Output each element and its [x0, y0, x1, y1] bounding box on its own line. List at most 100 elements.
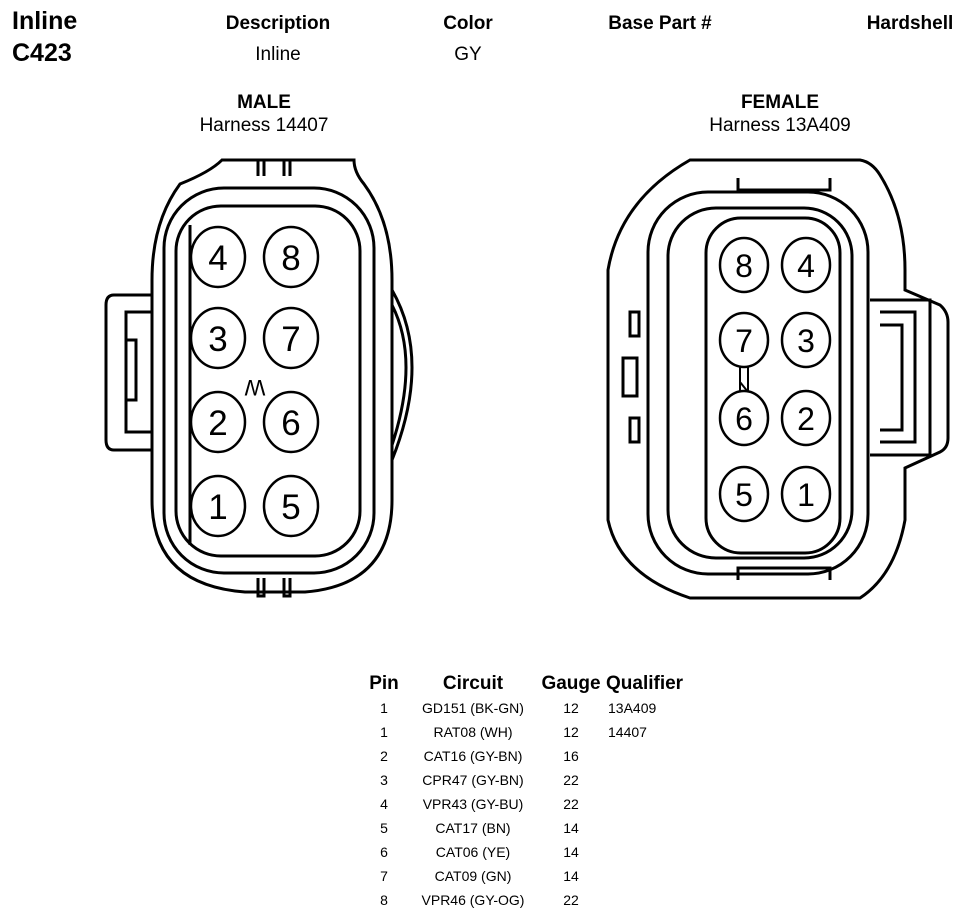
svg-text:3: 3: [208, 320, 227, 359]
male-connector-outline: [104, 158, 414, 598]
svg-text:2: 2: [208, 404, 227, 443]
gauge-cell: 14: [563, 868, 579, 884]
female-harness: Harness 13A409: [709, 115, 851, 136]
female-pin: 7: [718, 311, 770, 369]
svg-text:5: 5: [735, 477, 753, 513]
svg-text:4: 4: [208, 239, 227, 278]
male-pin: 6: [262, 390, 320, 454]
table-row: 5 CAT17 (BN) 14: [360, 816, 694, 840]
pin-cell: 8: [380, 892, 388, 908]
svg-text:7: 7: [735, 323, 753, 359]
circuit-cell: CAT16 (GY-BN): [423, 748, 523, 764]
female-pin-grid: 8 4 7 3 6 2 5 1: [718, 236, 832, 523]
gauge-cell: 12: [563, 724, 579, 740]
male-pin: 4: [189, 225, 247, 289]
circuit-cell: CAT17 (BN): [435, 820, 511, 836]
gauge-cell: 22: [563, 772, 579, 788]
svg-text:7: 7: [281, 320, 300, 359]
pin-cell: 4: [380, 796, 388, 812]
pin-cell: 2: [380, 748, 388, 764]
hardshell-label: Hardshell: [866, 13, 954, 34]
connector-name: Inline: [12, 7, 78, 35]
qualifier-header: Qualifier: [606, 673, 684, 694]
circuit-cell: VPR43 (GY-BU): [422, 796, 524, 812]
male-harness: Harness 14407: [199, 115, 329, 136]
female-title: FEMALE: [740, 92, 820, 113]
pin-cell: 1: [380, 724, 388, 740]
pin-header: Pin: [369, 673, 399, 694]
female-pin: 8: [718, 236, 770, 294]
svg-text:4: 4: [797, 248, 815, 284]
svg-text:2: 2: [797, 401, 815, 437]
circuit-header: Circuit: [442, 673, 504, 694]
qualifier-cell: [604, 744, 694, 768]
svg-text:8: 8: [281, 239, 300, 278]
gauge-cell: 16: [563, 748, 579, 764]
qualifier-cell: 14407: [608, 724, 647, 740]
pin-cell: 5: [380, 820, 388, 836]
female-pin: 6: [718, 389, 770, 447]
male-pin: 2: [189, 390, 247, 454]
male-title: MALE: [237, 92, 291, 113]
connector-id: C423: [12, 39, 72, 67]
color-label: Color: [443, 13, 493, 34]
table-row: 3 CPR47 (GY-BN) 22: [360, 768, 694, 792]
svg-text:3: 3: [797, 323, 815, 359]
pin-cell: 3: [380, 772, 388, 788]
circuit-cell: CAT09 (GN): [434, 868, 512, 884]
gauge-cell: 14: [563, 820, 579, 836]
table-row: 1 RAT08 (WH) 12 14407: [360, 720, 694, 744]
qualifier-cell: [604, 888, 694, 912]
gauge-cell: 22: [563, 892, 579, 908]
svg-text:5: 5: [281, 488, 300, 527]
base-part-label: Base Part #: [608, 13, 712, 34]
circuit-cell: CPR47 (GY-BN): [422, 772, 524, 788]
gauge-cell: 12: [563, 700, 579, 716]
male-pin: 5: [262, 474, 320, 538]
gauge-cell: 14: [563, 844, 579, 860]
qualifier-cell: [604, 864, 694, 888]
circuit-cell: RAT08 (WH): [433, 724, 513, 740]
circuit-cell: CAT06 (YE): [435, 844, 511, 860]
female-pin: 5: [718, 465, 770, 523]
svg-text:6: 6: [735, 401, 753, 437]
table-row: 6 CAT06 (YE) 14: [360, 840, 694, 864]
female-connector-outline: [606, 158, 950, 600]
pin-table-header: Pin Circuit Gauge Qualifier: [360, 672, 694, 696]
svg-text:8: 8: [735, 248, 753, 284]
male-pin-grid: 4 8 3 7 2 6 1 5 W: [189, 225, 320, 538]
qualifier-cell: [604, 816, 694, 840]
male-key-marker: W: [244, 375, 265, 400]
female-pin: 2: [780, 389, 832, 447]
qualifier-cell: [604, 840, 694, 864]
svg-text:1: 1: [797, 477, 815, 513]
pin-cell: 6: [380, 844, 388, 860]
description-label: Description: [225, 13, 331, 34]
pin-table: Pin Circuit Gauge Qualifier 1 GD151 (BK-…: [360, 672, 694, 912]
color-value: GY: [454, 44, 482, 65]
table-row: 4 VPR43 (GY-BU) 22: [360, 792, 694, 816]
description-value: Inline: [255, 44, 301, 65]
table-row: 8 VPR46 (GY-OG) 22: [360, 888, 694, 912]
male-pin: 7: [262, 306, 320, 370]
pin-cell: 7: [380, 868, 388, 884]
table-row: 7 CAT09 (GN) 14: [360, 864, 694, 888]
qualifier-cell: 13A409: [608, 700, 657, 716]
svg-text:6: 6: [281, 404, 300, 443]
male-pin: 1: [189, 474, 247, 538]
qualifier-cell: [604, 792, 694, 816]
circuit-cell: GD151 (BK-GN): [422, 700, 524, 716]
svg-text:1: 1: [208, 488, 227, 527]
gauge-cell: 22: [563, 796, 579, 812]
male-pin: 8: [262, 225, 320, 289]
female-pin: 3: [780, 311, 832, 369]
circuit-cell: VPR46 (GY-OG): [421, 892, 525, 908]
female-pin: 4: [780, 236, 832, 294]
table-row: 2 CAT16 (GY-BN) 16: [360, 744, 694, 768]
female-pin-link: [739, 367, 749, 393]
qualifier-cell: [604, 768, 694, 792]
table-row: 1 GD151 (BK-GN) 12 13A409: [360, 696, 694, 720]
gauge-header: Gauge: [541, 673, 601, 694]
female-pin: 1: [780, 465, 832, 523]
male-pin: 3: [189, 306, 247, 370]
